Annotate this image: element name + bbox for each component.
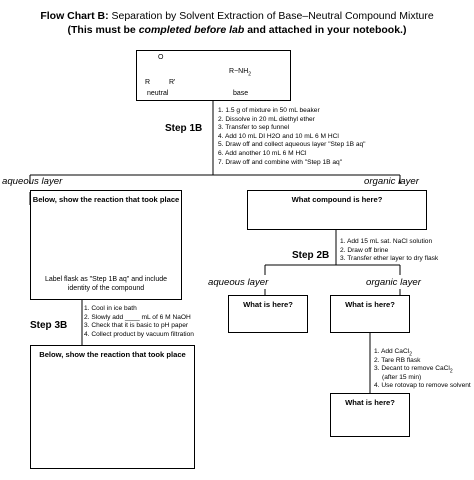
step-3b-instructions: 1. Cool in ice bath 2. Slowly add ____ m… <box>84 305 194 339</box>
organic-what-box-header: What is here? <box>345 300 395 309</box>
mixture-box: O R R' R−NH2 neutral base <box>136 50 291 101</box>
reaction-box-2: Below, show the reaction that took place <box>30 345 195 469</box>
drying-item: 1. Add CaCl2 <box>374 348 412 358</box>
organic-what-box: What is here? <box>330 295 410 333</box>
drying-instructions: 1. Add CaCl2 2. Tare RB flask 3. Decant … <box>374 348 471 391</box>
amine-formula: R−NH2 <box>229 68 252 78</box>
step-1b-item: 1. 1.5 g of mixture in 50 mL beaker <box>218 107 320 114</box>
page-title: Flow Chart B: Separation by Solvent Extr… <box>40 10 434 22</box>
step-2b-label: Step 2B <box>292 250 330 261</box>
step-2b-item: 2. Draw off brine <box>340 246 389 254</box>
step-1b-item: 6. Add another 10 mL 6 M HCl <box>218 149 307 157</box>
drying-item: 3. Decant to remove CaCl2 <box>374 365 453 375</box>
organic-layer-label: organic layer <box>364 176 419 187</box>
drying-item: 4. Use rotovap to remove solvent <box>374 382 471 390</box>
step-1b-label: Step 1B <box>165 123 203 134</box>
aqueous-what-box-header: What is here? <box>243 300 293 309</box>
step-2b-instructions: 1. Add 15 mL sat. NaCl solution 2. Draw … <box>340 238 438 264</box>
final-what-box: What is here? <box>330 393 410 437</box>
drying-item: 2. Tare RB flask <box>374 356 421 364</box>
drying-item: (after 15 min) <box>382 373 422 381</box>
compound-box: What compound is here? <box>247 190 427 230</box>
reaction-box-1-footer: Label flask as "Step 1B aq" and include … <box>44 276 168 292</box>
aqueous-layer-label: aqueous layer <box>2 176 63 187</box>
step-1b-item: 4. Add 10 mL DI H2O and 10 mL 6 M HCl <box>218 132 339 140</box>
step-1b-item: 5. Draw off and collect aqueous layer "S… <box>218 141 366 149</box>
aqueous-what-box: What is here? <box>228 295 308 333</box>
organic-layer-label-2: organic layer <box>366 277 421 288</box>
step-3b-item: 1. Cool in ice bath <box>84 305 137 312</box>
step-2b-item: 3. Transfer ether layer to dry flask <box>340 255 439 263</box>
step-3b-item: 3. Check that it is basic to pH paper <box>84 322 189 330</box>
base-label: base <box>233 90 249 97</box>
aqueous-layer-label-2: aqueous layer <box>208 277 269 288</box>
reaction-box-1-header: Below, show the reaction that took place <box>32 195 180 204</box>
neutral-label: neutral <box>147 90 169 97</box>
ketone-r-prime: R' <box>169 79 176 86</box>
step-3b-item: 4. Collect product by vacuum filtration <box>84 330 194 338</box>
step-1b-item: 2. Dissolve in 20 mL diethyl ether <box>218 115 315 123</box>
step-1b-item: 7. Draw off and combine with "Step 1B aq… <box>218 158 343 166</box>
page-subtitle: (This must be completed before lab and a… <box>67 24 407 36</box>
step-1b-item: 3. Transfer to sep funnel <box>218 124 290 132</box>
final-what-box-header: What is here? <box>345 398 395 407</box>
step-3b-label: Step 3B <box>30 320 68 331</box>
step-3b-item: 2. Slowly add ____ mL of 6 M NaOH <box>84 313 191 321</box>
reaction-box-1: Below, show the reaction that took place… <box>30 190 182 300</box>
compound-box-header: What compound is here? <box>291 195 383 204</box>
ketone-r: R <box>145 79 151 86</box>
step-1b-instructions: 1. 1.5 g of mixture in 50 mL beaker 2. D… <box>218 107 366 167</box>
reaction-box-2-header: Below, show the reaction that took place <box>39 350 186 359</box>
step-2b-item: 1. Add 15 mL sat. NaCl solution <box>340 238 433 245</box>
ketone-oxygen: O <box>158 54 164 61</box>
